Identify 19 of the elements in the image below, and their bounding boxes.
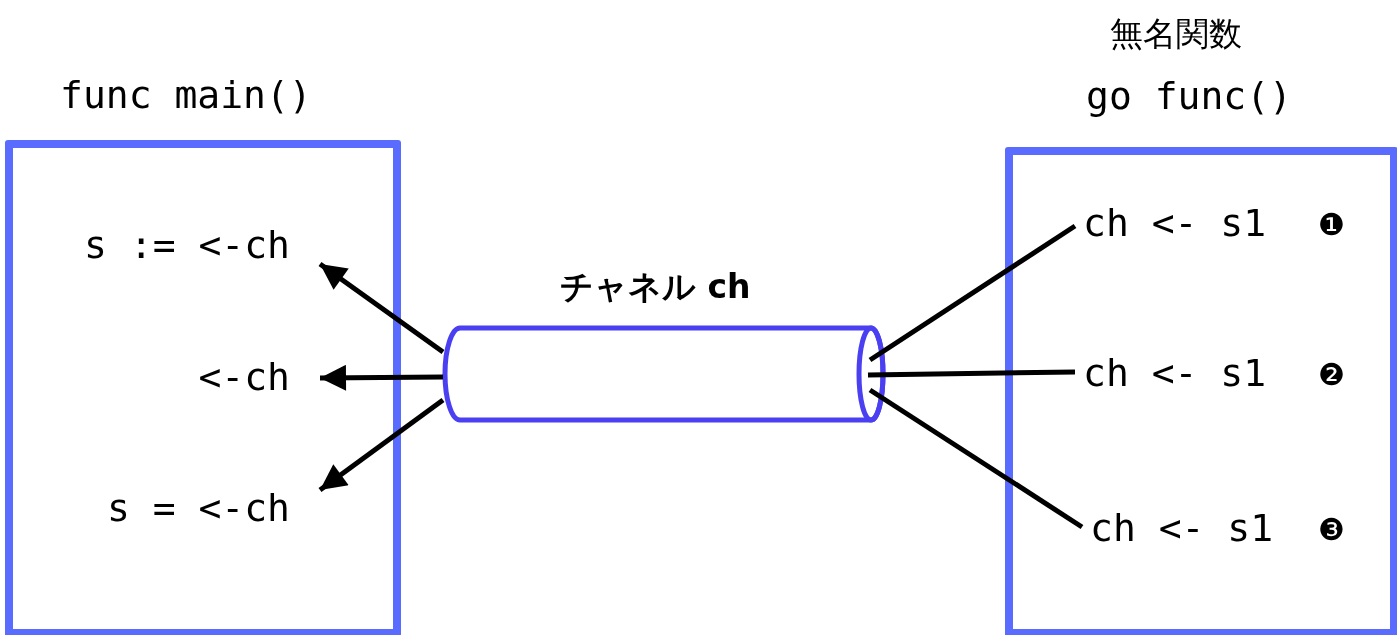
connector-line (868, 387, 1084, 530)
code-line: s := <-ch (84, 226, 290, 264)
channel-label: チャネル ch (560, 270, 751, 303)
connector-line (867, 369, 1076, 378)
step-number: ❷ (1318, 360, 1345, 390)
step-number: ❸ (1318, 515, 1345, 545)
annotation-text: 無名関数 (1110, 17, 1242, 50)
code-line: ch <- s1 (1083, 354, 1267, 392)
connector-line (868, 223, 1077, 363)
arrow (318, 398, 445, 492)
code-line: ch <- s1 (1083, 204, 1267, 242)
step-number: ❶ (1318, 210, 1345, 240)
function-heading: func main() (60, 76, 312, 114)
code-line: ch <- s1 (1090, 509, 1274, 547)
arrow (320, 364, 443, 391)
code-line: <-ch (198, 358, 290, 396)
code-line: s = <-ch (106, 489, 290, 527)
arrow (318, 261, 445, 355)
function-heading: go func() (1086, 77, 1292, 115)
